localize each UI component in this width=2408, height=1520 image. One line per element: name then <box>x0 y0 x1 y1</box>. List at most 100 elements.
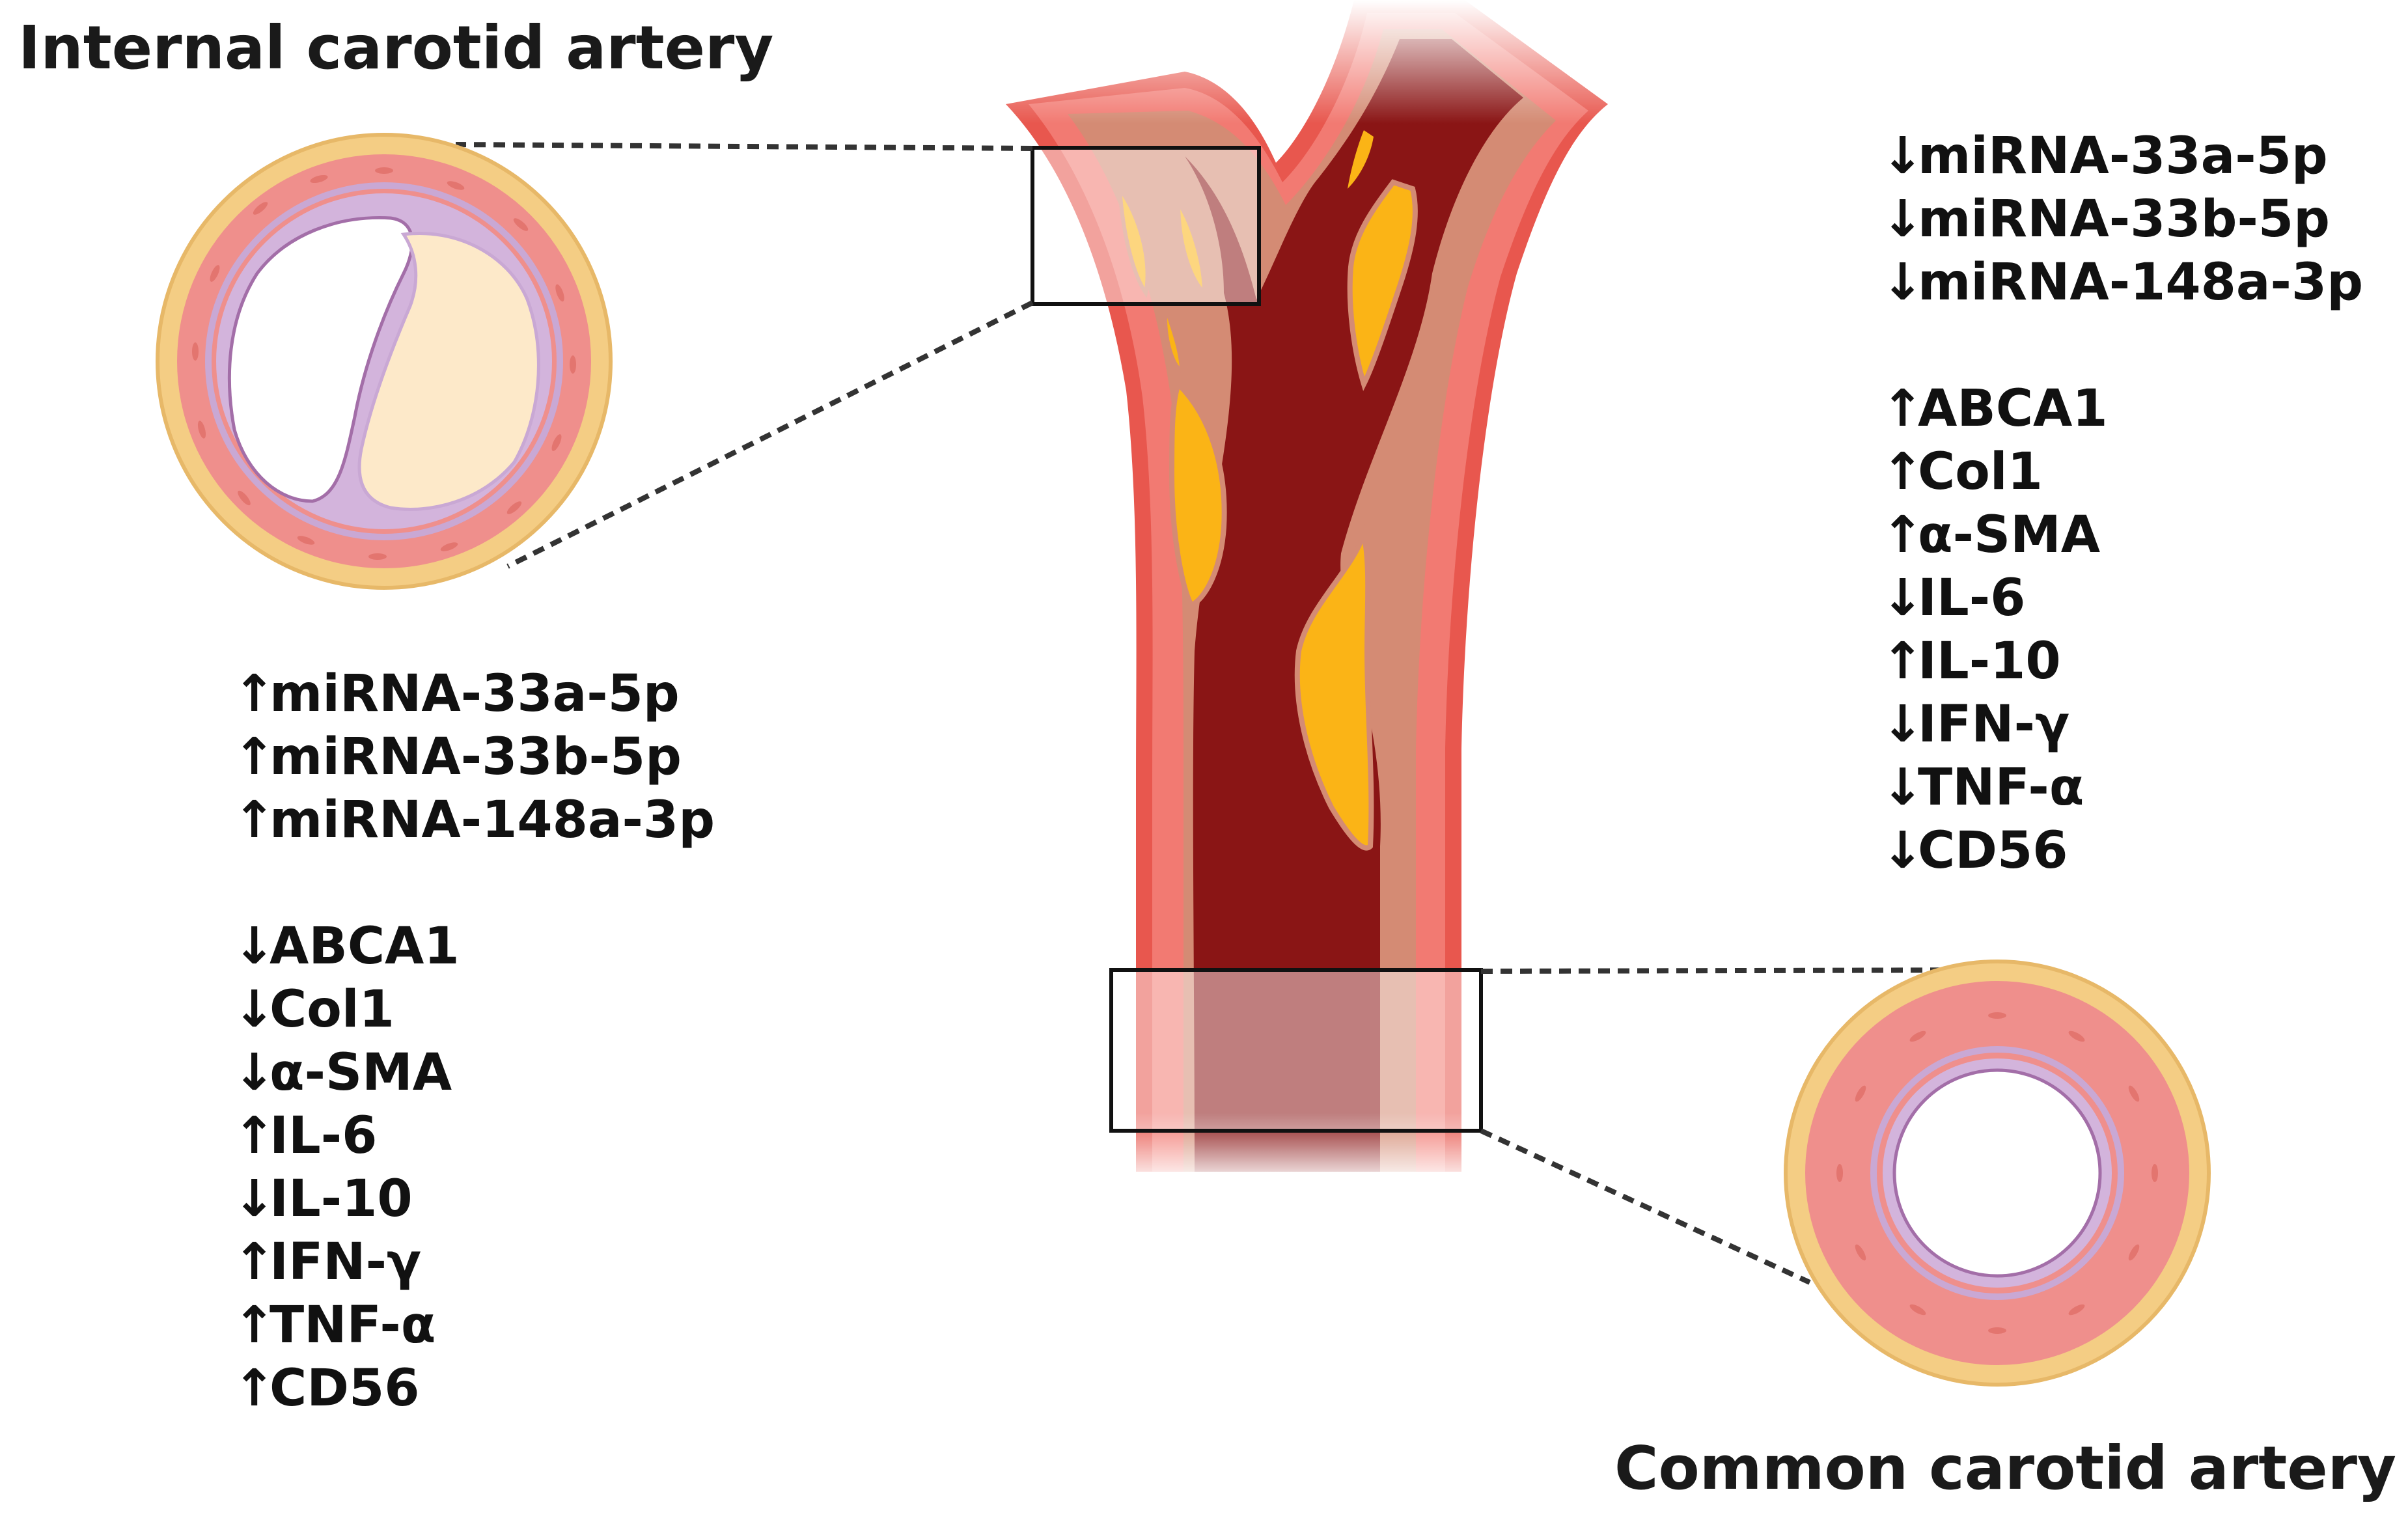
up-arrow-icon: ↑ <box>1881 506 1924 564</box>
plaque <box>1294 523 1374 851</box>
marker-item: ↓α-SMA <box>233 1042 715 1105</box>
marker-item: ↑IFN-γ <box>233 1231 715 1294</box>
elastic-lamina <box>1870 1046 2124 1300</box>
marker-name: IL-10 <box>1918 632 2061 691</box>
plaque-lipid-core <box>357 232 540 511</box>
marker-name: ABCA1 <box>270 917 460 976</box>
marker-name: Col1 <box>1918 443 2043 501</box>
marker-item: ↑miRNA-148a-3p <box>233 789 715 852</box>
up-arrow-icon: ↑ <box>1881 632 1924 691</box>
marker-item: ↓IL-6 <box>1881 567 2363 630</box>
marker-name: TNF-α <box>270 1296 436 1355</box>
down-arrow-icon: ↓ <box>233 980 276 1039</box>
internal-carotid-cross-section <box>156 133 613 590</box>
connector-line <box>1480 967 2012 974</box>
marker-item: ↓miRNA-33a-5p <box>1881 125 2363 188</box>
down-arrow-icon: ↓ <box>1881 127 1924 186</box>
smooth-muscle-cells <box>1836 1012 2158 1334</box>
up-arrow-icon: ↑ <box>233 1107 276 1165</box>
marker-item: ↑CD56 <box>233 1357 715 1420</box>
up-arrow-icon: ↑ <box>233 791 276 850</box>
internal-marker-list: ↑miRNA-33a-5p↑miRNA-33b-5p↑miRNA-148a-3p… <box>233 663 715 1420</box>
connector-line <box>455 142 1033 151</box>
internal-carotid-title: Internal carotid artery <box>18 13 774 83</box>
marker-item: ↑TNF-α <box>233 1294 715 1357</box>
marker-item: ↓TNF-α <box>1881 756 2363 820</box>
marker-name: miRNA-33a-5p <box>270 665 680 723</box>
marker-item: ↑miRNA-33a-5p <box>233 663 715 726</box>
plaque <box>1169 379 1227 609</box>
marker-item: ↓IFN-γ <box>1881 693 2363 756</box>
marker-item: ↓miRNA-33b-5p <box>1881 188 2363 251</box>
marker-item: ↑α-SMA <box>1881 504 2363 567</box>
cca-highlight-box <box>1109 968 1483 1133</box>
marker-item: ↑ABCA1 <box>1881 378 2363 441</box>
down-arrow-icon: ↓ <box>1881 758 1924 817</box>
down-arrow-icon: ↓ <box>233 1043 276 1102</box>
up-arrow-icon: ↑ <box>233 728 276 786</box>
up-arrow-icon: ↑ <box>1881 380 1924 438</box>
marker-item: ↓CD56 <box>1881 820 2363 883</box>
lumen <box>1892 1068 2102 1278</box>
vessel-lumen <box>1185 39 1523 1172</box>
down-arrow-icon: ↓ <box>1881 190 1924 249</box>
marker-name: Col1 <box>270 980 394 1039</box>
plaque <box>1347 179 1418 391</box>
down-arrow-icon: ↓ <box>1881 569 1924 628</box>
marker-name: miRNA-33b-5p <box>1918 190 2330 249</box>
marker-name: IL-10 <box>270 1170 413 1228</box>
connector-lines <box>455 142 2012 1285</box>
up-arrow-icon: ↑ <box>1881 443 1924 501</box>
marker-name: IL-6 <box>1918 569 2026 628</box>
marker-item: ↓Col1 <box>233 978 715 1042</box>
plaque <box>1176 195 1207 298</box>
marker-item: ↓miRNA-148a-3p <box>1881 251 2363 314</box>
carotid-bifurcation <box>976 0 1627 1185</box>
marker-name: miRNA-148a-3p <box>270 791 715 850</box>
marker-item: ↑IL-6 <box>233 1105 715 1168</box>
marker-name: CD56 <box>1918 822 2068 880</box>
down-arrow-icon: ↓ <box>1881 822 1924 880</box>
up-arrow-icon: ↑ <box>233 1359 276 1418</box>
marker-name: miRNA-148a-3p <box>1918 253 2364 312</box>
elastic-lamina <box>205 182 563 540</box>
marker-name: IL-6 <box>270 1107 378 1165</box>
smooth-muscle-cells <box>192 167 576 560</box>
list-spacer <box>233 852 715 915</box>
marker-name: IFN-γ <box>1918 695 2070 754</box>
common-marker-list: ↓miRNA-33a-5p↓miRNA-33b-5p↓miRNA-148a-3p… <box>1881 125 2363 883</box>
marker-name: IFN-γ <box>270 1233 422 1292</box>
plaque <box>1117 182 1150 298</box>
common-carotid-cross-section <box>1784 960 2211 1387</box>
up-arrow-icon: ↑ <box>233 1296 276 1355</box>
fade-overlay <box>1107 1113 1497 1185</box>
down-arrow-icon: ↓ <box>233 1170 276 1228</box>
up-arrow-icon: ↑ <box>233 1233 276 1292</box>
marker-name: α-SMA <box>1918 506 2101 564</box>
connector-line <box>1480 1128 1811 1285</box>
marker-item: ↑miRNA-33b-5p <box>233 726 715 789</box>
marker-item: ↑IL-10 <box>1881 630 2363 693</box>
marker-name: miRNA-33b-5p <box>270 728 682 786</box>
marker-item: ↓ABCA1 <box>233 915 715 978</box>
marker-name: α-SMA <box>270 1043 452 1102</box>
residual-lumen <box>227 215 414 503</box>
down-arrow-icon: ↓ <box>1881 695 1924 754</box>
common-carotid-title: Common carotid artery <box>1614 1433 2396 1503</box>
marker-name: miRNA-33a-5p <box>1918 127 2328 186</box>
fade-overlay <box>976 0 1627 124</box>
marker-item: ↓IL-10 <box>233 1168 715 1231</box>
up-arrow-icon: ↑ <box>233 665 276 723</box>
plaque <box>1163 305 1184 375</box>
marker-name: TNF-α <box>1918 758 2084 817</box>
list-spacer <box>1881 314 2363 378</box>
marker-name: CD56 <box>270 1359 420 1418</box>
plaque <box>1348 130 1374 189</box>
down-arrow-icon: ↓ <box>1881 253 1924 312</box>
marker-item: ↑Col1 <box>1881 441 2363 504</box>
marker-name: ABCA1 <box>1918 380 2108 438</box>
down-arrow-icon: ↓ <box>233 917 276 976</box>
ica-highlight-box <box>1031 146 1261 306</box>
connector-line <box>506 300 1034 569</box>
